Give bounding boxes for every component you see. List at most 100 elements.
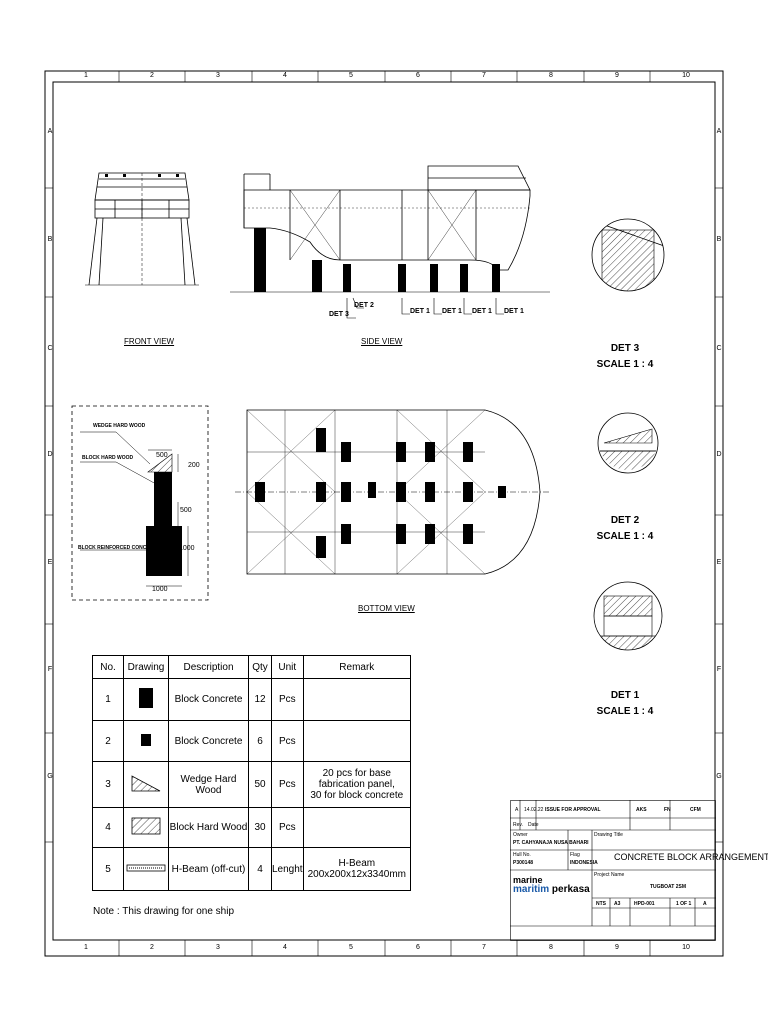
materials-table: No. Drawing Description Qty Unit Remark … <box>92 655 412 891</box>
tb-issue: ISSUE FOR APPROVAL <box>545 807 601 813</box>
ruler-bottom-8: 8 <box>549 944 553 951</box>
ruler-left-D: D <box>47 451 53 458</box>
row-no: 5 <box>92 847 124 891</box>
tb-drawing-title: CONCRETE BLOCK ARRANGEMENT <box>614 852 768 862</box>
ruler-bottom-10: 10 <box>682 944 690 951</box>
tb-revision: A <box>703 901 707 907</box>
tb-hull: P300148 <box>513 860 534 866</box>
det1-drawing <box>593 581 663 651</box>
side-callout-det1-d: DET 1 <box>504 308 524 315</box>
large-block-icon <box>139 688 153 708</box>
front-view-label: FRONT VIEW <box>124 337 175 346</box>
row-remark <box>302 678 412 721</box>
dim-200: 200 <box>188 462 200 469</box>
tb-project-label: Project Name <box>594 872 625 878</box>
header-remark: Remark <box>302 655 412 679</box>
tb-sig1: AKS <box>636 807 647 813</box>
company-line-2: maritim perkasa <box>513 885 590 895</box>
ruler-bottom-7: 7 <box>482 944 486 951</box>
table-row: 2 Block Concrete 6 Pcs <box>92 720 412 762</box>
company-name-b: perkasa <box>551 884 590 895</box>
tb-rev: A <box>515 807 519 813</box>
ruler-top-6: 6 <box>416 72 420 79</box>
tb-flag: INDONESIA <box>570 860 598 866</box>
ruler-left-C: C <box>47 345 53 352</box>
tb-sig2: FN <box>664 807 671 813</box>
row-qty: 12 <box>248 678 272 721</box>
tb-sig3: CFM <box>690 807 701 813</box>
row-description: Wedge Hard Wood <box>168 761 249 808</box>
row-remark: H-Beam 200x200x12x3340mm <box>302 847 412 891</box>
row-qty: 6 <box>248 720 272 762</box>
row-description: Block Concrete <box>168 678 249 721</box>
ruler-bottom-3: 3 <box>216 944 220 951</box>
dim-1000-bottom: 1000 <box>152 586 168 593</box>
row-drawing <box>123 720 169 762</box>
row-qty: 4 <box>248 847 272 891</box>
tb-project: TUGBOAT 2SM <box>650 884 687 890</box>
header-unit: Unit <box>271 655 304 679</box>
company-line-1: marine <box>513 875 543 885</box>
ruler-top-10: 10 <box>682 72 690 79</box>
ruler-top-1: 1 <box>84 72 88 79</box>
tb-col-date: Date <box>528 822 539 828</box>
det2-title: DET 2 <box>610 515 640 526</box>
row-description: Block Hard Wood <box>168 807 249 848</box>
concrete-label: BLOCK REINFORCED CONCRETE <box>78 545 160 551</box>
row-no: 2 <box>92 720 124 762</box>
ruler-left-F: F <box>47 666 53 673</box>
row-no: 4 <box>92 807 124 848</box>
tb-drawing-title-label: Drawing Title <box>594 832 623 838</box>
front-view-drawing <box>85 172 199 286</box>
ruler-bottom-5: 5 <box>349 944 353 951</box>
ruler-right-B: B <box>716 236 722 243</box>
table-row: 4 Block Hard Wood 30 Pcs <box>92 807 412 848</box>
row-drawing <box>123 761 169 808</box>
h-beam-icon <box>126 864 166 871</box>
ruler-right-D: D <box>716 451 722 458</box>
table-row: 3 Wedge Hard Wood 50 Pcs 20 pcs for base… <box>92 761 412 808</box>
ruler-top-9: 9 <box>615 72 619 79</box>
row-unit: Pcs <box>271 807 304 848</box>
side-callout-det1-c: DET 1 <box>472 308 492 315</box>
small-block-icon <box>141 733 151 746</box>
company-name-a: maritim <box>513 884 550 895</box>
ruler-top-3: 3 <box>216 72 220 79</box>
det3-scale: SCALE 1 : 4 <box>596 359 654 370</box>
company-logo: marine maritim perkasa <box>513 875 590 895</box>
ruler-bottom-9: 9 <box>615 944 619 951</box>
row-description: H-Beam (off-cut) <box>168 847 249 891</box>
header-description: Description <box>168 655 249 679</box>
row-unit: Lenght <box>271 847 304 891</box>
tb-size: A3 <box>614 901 621 907</box>
row-qty: 30 <box>248 807 272 848</box>
drawing-note: Note : This drawing for one ship <box>93 906 235 917</box>
side-callout-det1-a: DET 1 <box>410 308 430 315</box>
ruler-top-2: 2 <box>150 72 154 79</box>
row-remark: 20 pcs for base fabrication panel, 30 fo… <box>302 761 412 808</box>
tb-nts: NTS <box>596 901 606 907</box>
det3-title: DET 3 <box>610 343 640 354</box>
side-callout-det1-b: DET 1 <box>442 308 462 315</box>
ruler-bottom-4: 4 <box>283 944 287 951</box>
remark-line-1: 20 pcs for base fabrication panel, <box>318 768 395 790</box>
ruler-right-A: A <box>716 128 722 135</box>
ruler-right-G: G <box>716 773 722 780</box>
row-unit: Pcs <box>271 761 304 808</box>
ruler-left-G: G <box>47 773 53 780</box>
tb-hull-label: Hull No. <box>513 852 531 858</box>
row-no: 1 <box>92 678 124 721</box>
row-drawing <box>123 847 169 891</box>
tb-owner: PT. CAHYANAJA NUSA BAHARI <box>513 840 589 846</box>
ruler-left-A: A <box>47 128 53 135</box>
ruler-right-E: E <box>716 559 722 566</box>
row-description: Block Concrete <box>168 720 249 762</box>
title-block-frame <box>510 800 716 941</box>
header-drawing: Drawing <box>123 655 169 679</box>
row-remark <box>302 720 412 762</box>
ruler-top-7: 7 <box>482 72 486 79</box>
side-callout-det3: DET 3 <box>329 311 349 318</box>
dim-500-mid: 500 <box>180 507 192 514</box>
det2-drawing <box>597 412 659 474</box>
